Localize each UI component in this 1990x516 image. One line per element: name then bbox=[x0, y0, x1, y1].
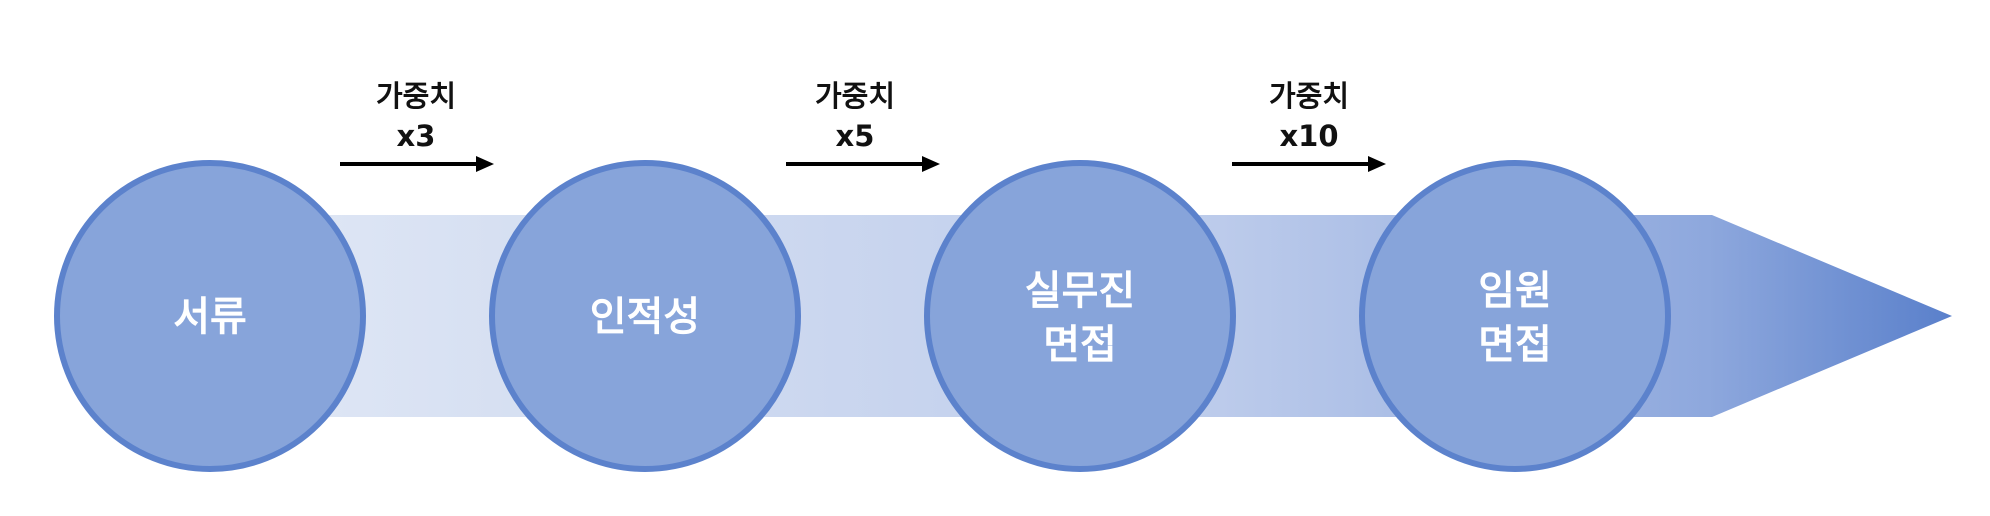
stage-label-line-2: 면접 bbox=[1043, 322, 1117, 368]
transition-weight: x3 bbox=[397, 119, 436, 153]
stage-label-line-2: 면접 bbox=[1478, 322, 1552, 368]
transition-3: 가중치 x10 bbox=[1232, 79, 1386, 172]
stage-label-line-1: 임원 bbox=[1478, 268, 1552, 314]
transition-label: 가중치 bbox=[815, 79, 895, 113]
stage-executive-interview: 임원 면접 bbox=[1359, 160, 1671, 472]
stage-circle bbox=[1359, 160, 1671, 472]
arrow-head-icon bbox=[1368, 156, 1386, 172]
stage-label: 인적성 bbox=[590, 294, 700, 340]
stage-label: 서류 bbox=[173, 294, 247, 340]
stage-circle bbox=[489, 160, 801, 472]
transition-weight: x5 bbox=[836, 119, 875, 153]
stage-aptitude-test: 인적성 bbox=[489, 160, 801, 472]
transition-2: 가중치 x5 bbox=[786, 79, 940, 172]
transition-weight: x10 bbox=[1279, 119, 1338, 153]
stage-circle bbox=[54, 160, 366, 472]
stage-label-line-1: 실무진 bbox=[1025, 268, 1135, 314]
arrow-head-icon bbox=[922, 156, 940, 172]
stage-working-level-interview: 실무진 면접 bbox=[924, 160, 1236, 472]
transition-1: 가중치 x3 bbox=[340, 79, 494, 172]
stage-document-review: 서류 bbox=[54, 160, 366, 472]
transition-label: 가중치 bbox=[1269, 79, 1349, 113]
stage-circle bbox=[924, 160, 1236, 472]
arrow-head-icon bbox=[476, 156, 494, 172]
transition-label: 가중치 bbox=[376, 79, 456, 113]
